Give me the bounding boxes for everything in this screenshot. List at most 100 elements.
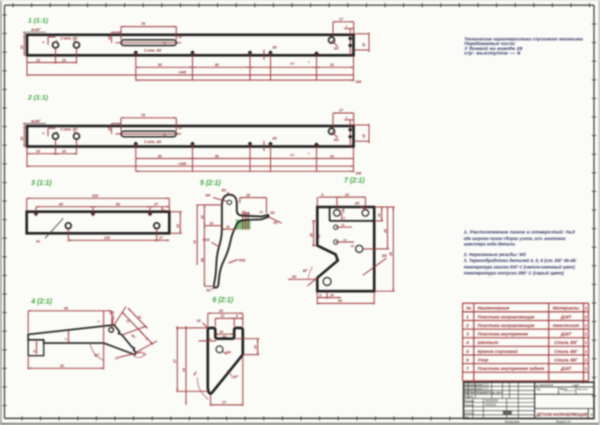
svg-text:12: 12 xyxy=(125,318,130,323)
svg-text:5 (2:1): 5 (2:1) xyxy=(200,180,221,187)
svg-text:Ø4: Ø4 xyxy=(226,351,231,355)
svg-text:19: 19 xyxy=(36,58,40,62)
svg-text:ДЕТАЛИ НАПРАВЛЯЮЩИЕ: ДЕТАЛИ НАПРАВЛЯЮЩИЕ xyxy=(535,412,588,417)
svg-text:2 отв. Ø2: 2 отв. Ø2 xyxy=(60,36,78,40)
svg-text:1: 1 xyxy=(585,340,588,345)
svg-text:Ø5: Ø5 xyxy=(382,254,387,258)
svg-text:Т.контр.: Т.контр. xyxy=(464,404,474,407)
svg-text:4,5: 4,5 xyxy=(289,153,295,157)
svg-text:R18: R18 xyxy=(203,238,210,242)
svg-text:1. Расположение пазов и отверс: 1. Расположение пазов и отверстий: №3 xyxy=(464,230,576,235)
svg-text:2к: 2к xyxy=(35,239,40,243)
svg-text:Материалы: Материалы xyxy=(553,306,580,311)
svg-text:45°: 45° xyxy=(192,370,199,378)
svg-text:Наименование: Наименование xyxy=(478,306,510,311)
svg-text:12: 12 xyxy=(114,356,119,361)
svg-text:3: 3 xyxy=(346,116,348,120)
svg-text:№: № xyxy=(466,306,471,311)
svg-text:41: 41 xyxy=(162,132,167,136)
svg-text:12: 12 xyxy=(179,35,183,39)
svg-text:45°: 45° xyxy=(316,233,323,240)
svg-text:5: 5 xyxy=(42,132,46,134)
svg-text:Ø3: Ø3 xyxy=(334,47,339,51)
svg-text:Ø2: Ø2 xyxy=(273,137,277,141)
svg-text:температура отпуска 285° С (се: температура отпуска 285° С (серый цвет) xyxy=(464,271,565,276)
svg-text:Д16Т: Д16Т xyxy=(560,366,572,371)
svg-text:зам. извещ. нов: зам. извещ. нов xyxy=(464,389,482,391)
svg-text:80: 80 xyxy=(215,154,219,158)
svg-text:8: 8 xyxy=(320,293,322,297)
svg-text:Провер.: Провер. xyxy=(464,400,474,403)
svg-text:17: 17 xyxy=(339,17,344,21)
svg-text:д. измененный: д. измененный xyxy=(536,384,554,387)
svg-text:4: 4 xyxy=(465,340,469,345)
svg-text:Утв.: Утв. xyxy=(464,416,469,419)
svg-text:75: 75 xyxy=(141,22,146,26)
svg-text:80: 80 xyxy=(59,202,63,206)
svg-text:30°: 30° xyxy=(94,354,100,358)
svg-text:8: 8 xyxy=(322,193,324,197)
svg-text:R1: R1 xyxy=(274,221,278,225)
svg-text:3: 3 xyxy=(466,332,469,337)
svg-text:всем докум. вып: всем докум. вып xyxy=(464,385,483,387)
svg-text:R1: R1 xyxy=(207,288,211,292)
svg-text:Сталь 65Г: Сталь 65Г xyxy=(554,349,578,354)
svg-text:16: 16 xyxy=(20,45,24,49)
svg-text:≈345: ≈345 xyxy=(178,71,187,75)
svg-text:20: 20 xyxy=(218,309,223,313)
svg-text:17: 17 xyxy=(222,401,227,405)
svg-text:28: 28 xyxy=(245,193,250,197)
svg-text:Формат А4: Формат А4 xyxy=(556,419,571,423)
svg-text:14: 14 xyxy=(107,127,111,131)
svg-text:200: 200 xyxy=(91,194,99,198)
svg-text:2 (1:1): 2 (1:1) xyxy=(27,95,49,102)
svg-text:6 (2:1): 6 (2:1) xyxy=(213,297,234,304)
svg-text:6: 6 xyxy=(210,337,212,341)
svg-text:18: 18 xyxy=(351,244,355,248)
svg-text:14: 14 xyxy=(220,330,224,334)
svg-text:где ширина пазов сборки узлов,: где ширина пазов сборки узлов, исп. винт… xyxy=(464,236,566,241)
svg-text:Ø3: Ø3 xyxy=(355,202,359,206)
svg-text:М3: М3 xyxy=(223,335,227,339)
svg-text:1: 1 xyxy=(308,60,310,64)
svg-text:1: 1 xyxy=(308,151,310,155)
svg-text:12: 12 xyxy=(179,126,183,130)
svg-text:345: 345 xyxy=(356,171,362,175)
svg-text:20: 20 xyxy=(200,215,204,220)
svg-text:швеллера хода детали.: швеллера хода детали. xyxy=(464,241,516,246)
svg-text:1: 1 xyxy=(585,306,588,311)
svg-text:Лит.: Лит. xyxy=(537,390,542,392)
svg-text:текстолит: текстолит xyxy=(553,323,580,328)
svg-text:8: 8 xyxy=(343,216,345,220)
svg-text:3: 3 xyxy=(346,24,348,28)
svg-text:2 отв. Ø2: 2 отв. Ø2 xyxy=(60,128,78,132)
svg-text:1: 1 xyxy=(585,323,588,328)
svg-text:4,5: 4,5 xyxy=(289,62,295,66)
svg-text:45°: 45° xyxy=(302,269,309,273)
svg-text:3 (1:1): 3 (1:1) xyxy=(31,180,52,187)
svg-text:Шептало: Шептало xyxy=(478,340,499,345)
svg-text:345: 345 xyxy=(356,80,362,84)
svg-text:14: 14 xyxy=(254,345,258,349)
svg-text:32: 32 xyxy=(60,364,64,368)
svg-text:16: 16 xyxy=(176,224,180,228)
svg-text:R2: R2 xyxy=(271,211,275,215)
svg-text:3,5: 3,5 xyxy=(352,33,356,37)
svg-text:2: 2 xyxy=(584,314,588,319)
svg-text:125: 125 xyxy=(104,236,110,240)
svg-text:1: 1 xyxy=(585,357,588,362)
svg-text:19: 19 xyxy=(36,150,40,154)
svg-text:Ø4: Ø4 xyxy=(206,194,211,198)
svg-text:15: 15 xyxy=(362,43,366,47)
svg-text:Масштаб: Масштаб xyxy=(578,388,588,391)
svg-text:12: 12 xyxy=(221,314,225,318)
svg-text:70: 70 xyxy=(193,240,197,244)
svg-text:56: 56 xyxy=(200,258,204,262)
svg-text:R3: R3 xyxy=(222,188,227,192)
svg-text:Масса: Масса xyxy=(560,389,568,391)
svg-text:Ø2: Ø2 xyxy=(110,311,115,315)
svg-text:80: 80 xyxy=(215,63,219,67)
svg-text:с дата: с дата xyxy=(572,385,580,387)
svg-text:10: 10 xyxy=(226,225,230,229)
svg-text:7: 7 xyxy=(466,366,469,371)
